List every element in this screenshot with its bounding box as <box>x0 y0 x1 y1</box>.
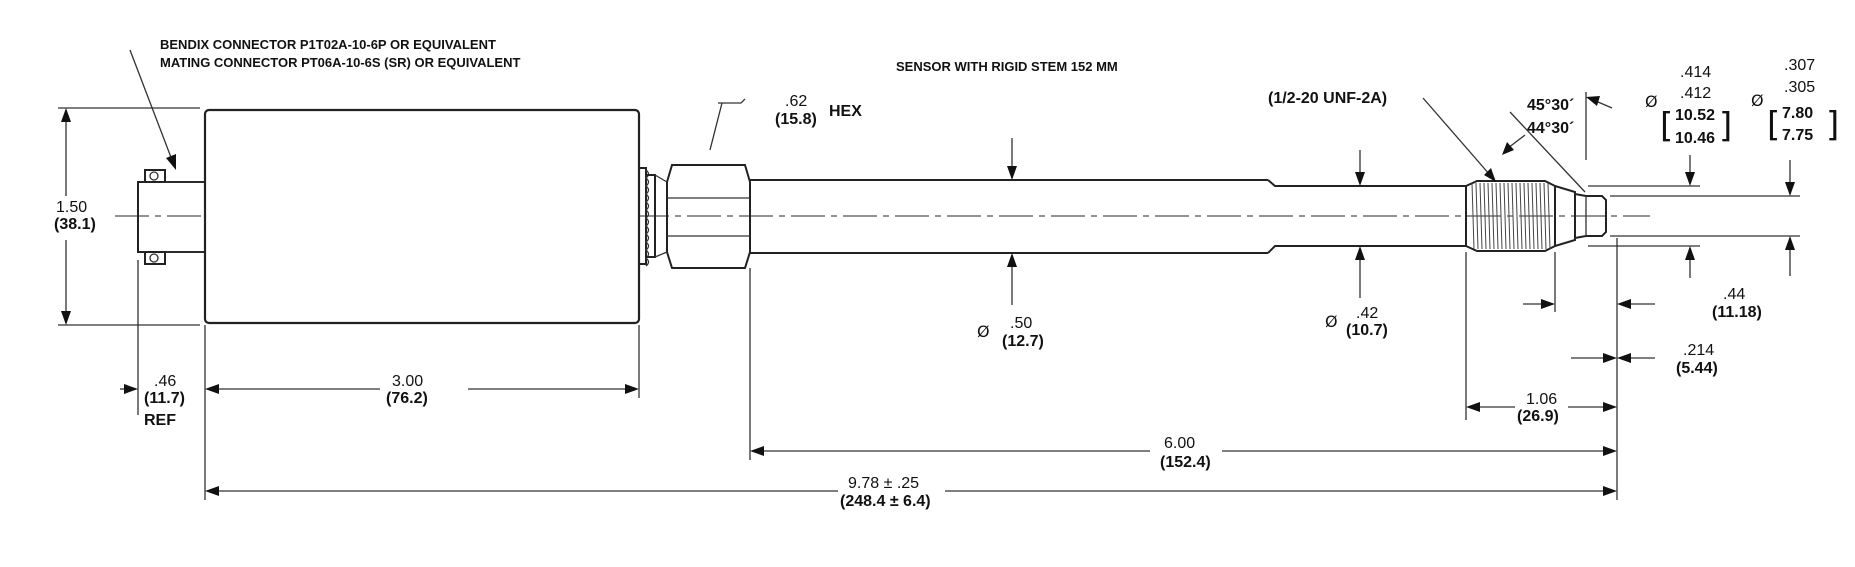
thread-line <box>1515 182 1519 250</box>
thread-line <box>1479 182 1483 250</box>
body-in: 3.00 <box>392 373 423 390</box>
connector-note-1: BENDIX CONNECTOR P1T02A-10-6P OR EQUIVAL… <box>160 37 496 52</box>
thread-line <box>1523 182 1527 250</box>
hex-label: HEX <box>829 103 862 120</box>
body-mm: (76.2) <box>386 390 428 407</box>
d1-bracket-open: [ <box>1660 106 1673 146</box>
thread-line <box>1535 182 1539 250</box>
ref-label: REF <box>144 412 176 429</box>
d2-bracket-close: ] <box>1826 105 1839 145</box>
height-in: 1.50 <box>56 199 87 216</box>
hex-mm: (15.8) <box>775 111 817 128</box>
d2-in-max: .307 <box>1784 57 1815 74</box>
angle-min: 44°30´ <box>1527 120 1574 137</box>
thread-line <box>1547 182 1551 250</box>
nose-mm: (11.18) <box>1712 304 1762 321</box>
nose-in: .44 <box>1723 286 1745 303</box>
d2-in-min: .305 <box>1784 79 1815 96</box>
dim-stem-dia <box>1007 138 1017 305</box>
d2-mm-max: 7.80 <box>1782 105 1813 122</box>
thread-leader <box>1422 97 1491 176</box>
dim-tip-dia <box>1355 150 1365 298</box>
d1-in-min: .412 <box>1680 85 1711 102</box>
d1-bracket-close: ] <box>1719 106 1732 146</box>
dim-d2-arrows <box>1610 160 1800 276</box>
tip-mm: (5.44) <box>1676 360 1718 377</box>
thread-line <box>1475 182 1479 250</box>
rigid-stem <box>750 179 1466 254</box>
stem-len-mm: (152.4) <box>1160 454 1211 471</box>
connector-leader <box>129 49 173 161</box>
thread-line <box>1503 182 1507 250</box>
dim-ref <box>120 260 206 500</box>
thread-spec: (1/2-20 UNF-2A) <box>1268 90 1387 107</box>
thread-line <box>1539 182 1543 250</box>
height-mm: (38.1) <box>54 216 96 233</box>
thread-line <box>1527 182 1531 250</box>
dim-tip <box>1571 353 1655 363</box>
thread-line <box>1495 182 1499 250</box>
thread-line <box>1491 182 1495 250</box>
dim-stem-len <box>749 268 1618 460</box>
d2-mm-min: 7.75 <box>1782 127 1813 144</box>
stem-dia-mm: (12.7) <box>1002 333 1044 350</box>
hex-leader <box>709 98 746 151</box>
tip-dia-symbol: Ø <box>1325 312 1338 331</box>
overall-in: 9.78 ± .25 <box>848 475 919 492</box>
stem-dia-in: .50 <box>1010 315 1032 332</box>
dim-d1-arrows <box>1588 155 1700 278</box>
thread-line <box>1483 182 1487 250</box>
tip-in: .214 <box>1683 342 1714 359</box>
d1-mm-min: 10.46 <box>1675 130 1715 147</box>
dim-overall <box>205 460 1618 500</box>
thread-line <box>1519 182 1523 250</box>
d2-symbol: Ø <box>1751 91 1764 110</box>
overall-mm: (248.4 ± 6.4) <box>840 493 931 510</box>
thread-line <box>1531 182 1535 250</box>
thread-line <box>1543 182 1547 250</box>
dim-nose <box>1523 238 1655 420</box>
tip-dia-in: .42 <box>1356 305 1378 322</box>
thread-len-mm: (26.9) <box>1517 408 1559 425</box>
d1-in-max: .414 <box>1680 64 1711 81</box>
d2-bracket-open: [ <box>1767 105 1780 145</box>
stem-len-in: 6.00 <box>1164 435 1195 452</box>
drawing-title: SENSOR WITH RIGID STEM 152 MM <box>896 59 1118 74</box>
hex-in: .62 <box>785 93 807 110</box>
thread-line <box>1499 182 1503 250</box>
dim-thread-len <box>1465 252 1617 420</box>
ref-mm: (11.7) <box>144 390 185 407</box>
dim-body <box>205 325 640 398</box>
dim-height <box>58 107 200 326</box>
sensor-body <box>203 108 641 325</box>
d1-mm-max: 10.52 <box>1675 107 1715 124</box>
d1-symbol: Ø <box>1645 92 1658 111</box>
thread-len-in: 1.06 <box>1526 391 1557 408</box>
thread-line <box>1511 182 1515 250</box>
tip-dia-mm: (10.7) <box>1346 322 1388 339</box>
thread-line <box>1507 182 1511 250</box>
threaded-tip <box>1465 180 1607 252</box>
ref-in: .46 <box>154 373 176 390</box>
hex-fitting <box>639 164 751 269</box>
angle-max: 45°30´ <box>1527 97 1574 114</box>
thread-line <box>1487 182 1491 250</box>
thread-line <box>1471 182 1475 250</box>
connector <box>137 169 206 265</box>
connector-note-2: MATING CONNECTOR PT06A-10-6S (SR) OR EQU… <box>160 55 520 70</box>
angle-leader <box>1509 111 1586 193</box>
stem-dia-symbol: Ø <box>977 322 990 341</box>
